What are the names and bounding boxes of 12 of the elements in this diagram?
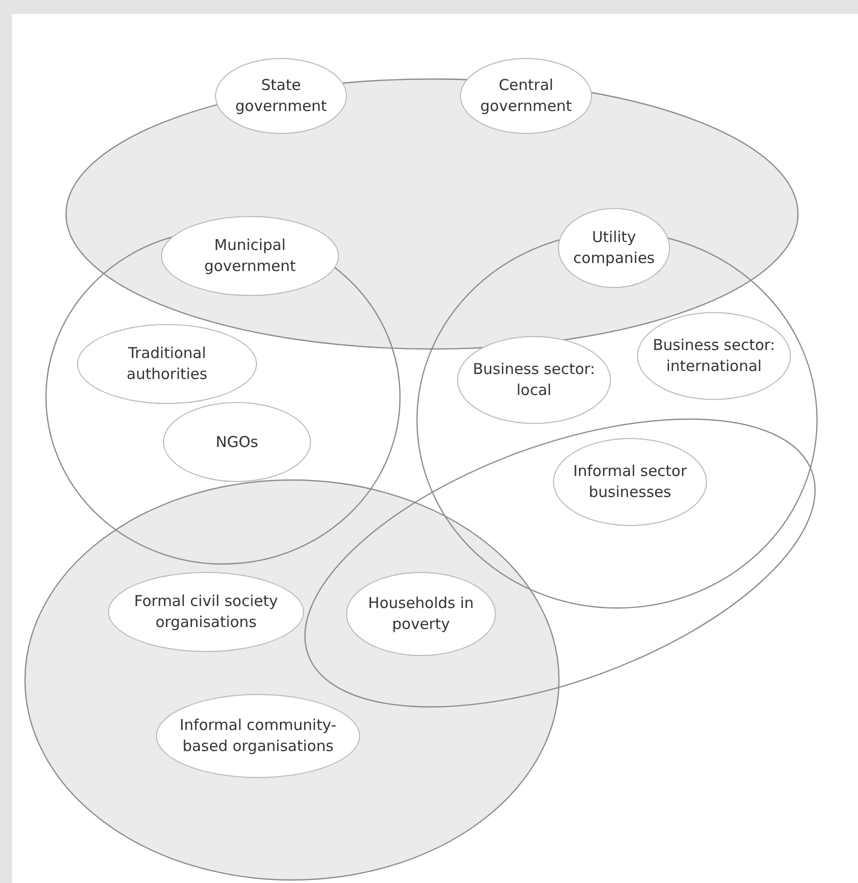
node-label: Municipal government <box>203 235 297 277</box>
node-label: Informal sector businesses <box>572 461 688 503</box>
node-label: State government <box>234 75 328 117</box>
node-label: Business sector: international <box>652 335 776 377</box>
node-label: Households in poverty <box>367 593 475 635</box>
node-label: Traditional authorities <box>126 343 208 385</box>
node-label: Formal civil society organisations <box>133 591 279 633</box>
node-label: Business sector: local <box>472 359 596 401</box>
node-label: Informal community-based organisations <box>178 715 338 757</box>
node-label: Central government <box>479 75 573 117</box>
node-label: Utility companies <box>572 227 656 269</box>
node-label: NGOs <box>216 432 258 452</box>
